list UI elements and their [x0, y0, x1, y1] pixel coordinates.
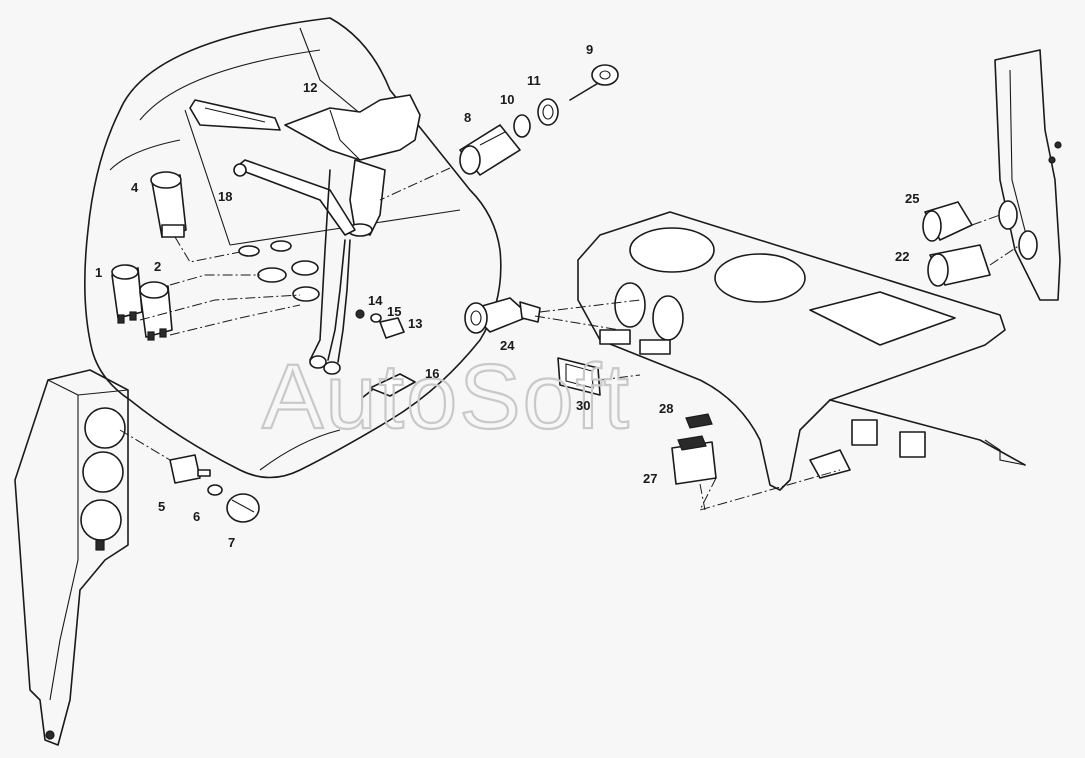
callout-9: 9 — [586, 42, 593, 57]
cover-mounting-holes — [238, 240, 320, 302]
callout-2: 2 — [154, 259, 161, 274]
light-switch — [464, 297, 541, 334]
callout-6: 6 — [193, 509, 200, 524]
callout-27: 27 — [643, 471, 657, 486]
rocker-switch-1 — [111, 264, 143, 324]
cable-clip-13 — [379, 317, 405, 339]
combination-switch — [189, 94, 421, 237]
leader-lines — [119, 167, 1021, 511]
callout-11: 11 — [527, 73, 541, 88]
starter-switch-22 — [927, 244, 991, 287]
rotary-switch — [150, 171, 187, 238]
callout-12: 12 — [303, 80, 317, 95]
callout-28: 28 — [659, 401, 673, 416]
switch-27 — [671, 435, 717, 485]
callout-labels: 1 2 4 5 6 7 8 9 10 11 12 13 14 15 16 18 … — [95, 42, 919, 550]
starter-switch-25 — [922, 201, 973, 242]
callout-15: 15 — [387, 304, 401, 319]
cab-frame-pillar — [994, 49, 1062, 301]
callout-4: 4 — [131, 180, 139, 195]
callout-7: 7 — [228, 535, 235, 550]
lock-nut — [537, 98, 559, 126]
knob-7 — [226, 493, 260, 523]
steering-column-cover — [84, 17, 502, 479]
callout-8: 8 — [464, 110, 471, 125]
rocker-switch-30 — [557, 357, 601, 396]
wiper-stalk — [233, 159, 356, 236]
callout-1: 1 — [95, 265, 102, 280]
callout-30: 30 — [576, 398, 590, 413]
ignition-lock — [459, 124, 521, 176]
side-instrument-panel — [14, 369, 129, 746]
dashboard-console — [577, 211, 1026, 491]
callout-14: 14 — [368, 293, 383, 308]
panel-switch-5 — [169, 454, 211, 484]
callout-25: 25 — [905, 191, 919, 206]
callout-22: 22 — [895, 249, 909, 264]
washer-15 — [370, 313, 382, 323]
callout-16: 16 — [425, 366, 439, 381]
callout-13: 13 — [408, 316, 422, 331]
switch-cover-28 — [685, 413, 713, 429]
cable-tie-16 — [361, 373, 416, 399]
screw-14 — [355, 309, 365, 319]
callout-10: 10 — [500, 92, 514, 107]
rocker-switch-2 — [139, 281, 173, 341]
lock-ring — [513, 114, 531, 138]
callout-5: 5 — [158, 499, 165, 514]
wiring-harness — [309, 169, 351, 375]
callout-18: 18 — [218, 189, 232, 204]
watermark-text: AutoSoft — [262, 346, 631, 448]
ignition-key — [569, 64, 619, 101]
callout-24: 24 — [500, 338, 515, 353]
washer-6 — [207, 484, 223, 496]
